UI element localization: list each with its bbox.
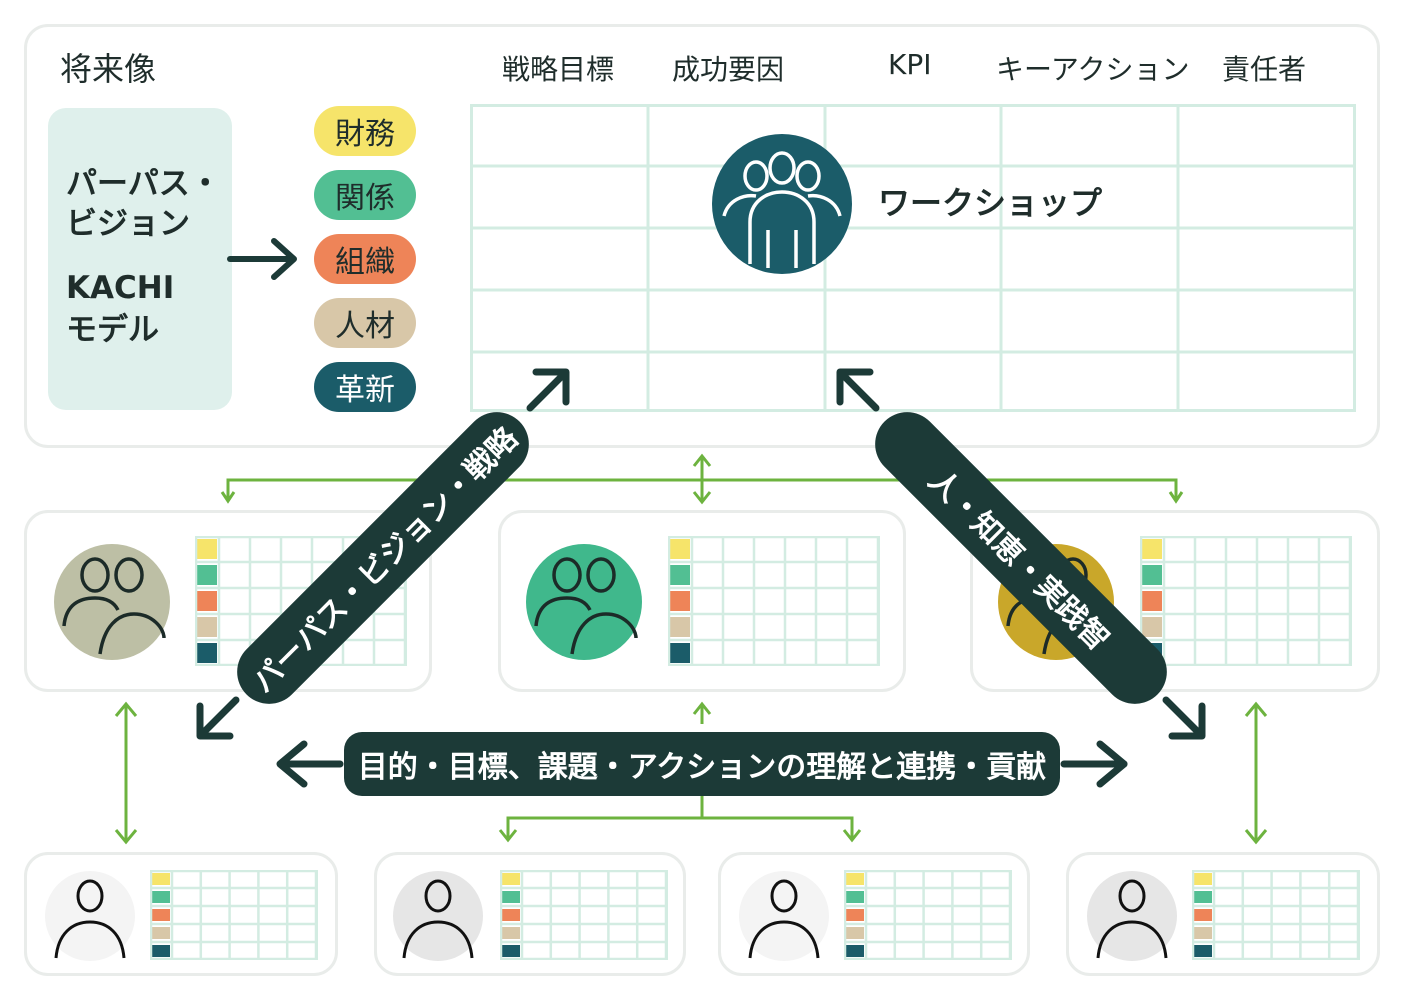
- mini-grid-bottom: [1191, 869, 1361, 964]
- future-vision-label: 将来像: [60, 50, 157, 88]
- category-relations: 関係: [314, 170, 416, 220]
- category-organization: 組織: [314, 234, 416, 284]
- strategy-grid: [470, 104, 1356, 412]
- group-icon: [54, 544, 170, 660]
- category-talent: 人材: [314, 298, 416, 348]
- category-innovation: 革新: [314, 362, 416, 412]
- person-icon: [393, 871, 483, 961]
- workshop-group-icon: [712, 134, 852, 274]
- banner-goal-alignment: 目的・目標、課題・アクションの理解と連携・貢献: [344, 732, 1060, 796]
- column-header-strategic-goal: 戦略目標: [502, 53, 615, 86]
- mini-grid-bottom: [499, 869, 669, 964]
- column-header-key-action: キーアクション: [996, 53, 1190, 86]
- model-label: モデル: [66, 312, 159, 348]
- person-icon: [1087, 871, 1177, 961]
- purpose-vision-box: [48, 108, 232, 410]
- group-icon: [526, 544, 642, 660]
- category-finance: 財務: [314, 106, 416, 156]
- mini-grid-mid: [667, 535, 881, 670]
- workshop-label: ワークショップ: [878, 184, 1103, 222]
- person-icon: [45, 871, 135, 961]
- top-panel: [24, 24, 1380, 448]
- kachi-label: KACHI: [66, 270, 175, 306]
- purpose-label: パーパス・: [66, 166, 221, 202]
- column-header-owner: 責任者: [1222, 53, 1307, 86]
- person-icon: [739, 871, 829, 961]
- mini-grid-bottom: [843, 869, 1013, 964]
- column-header-success-factor: 成功要因: [672, 53, 785, 86]
- vision-label: ビジョン: [66, 206, 190, 242]
- arrow-right-icon: [227, 238, 297, 280]
- column-header-kpi: KPI: [888, 48, 932, 81]
- mini-grid-bottom: [149, 869, 319, 964]
